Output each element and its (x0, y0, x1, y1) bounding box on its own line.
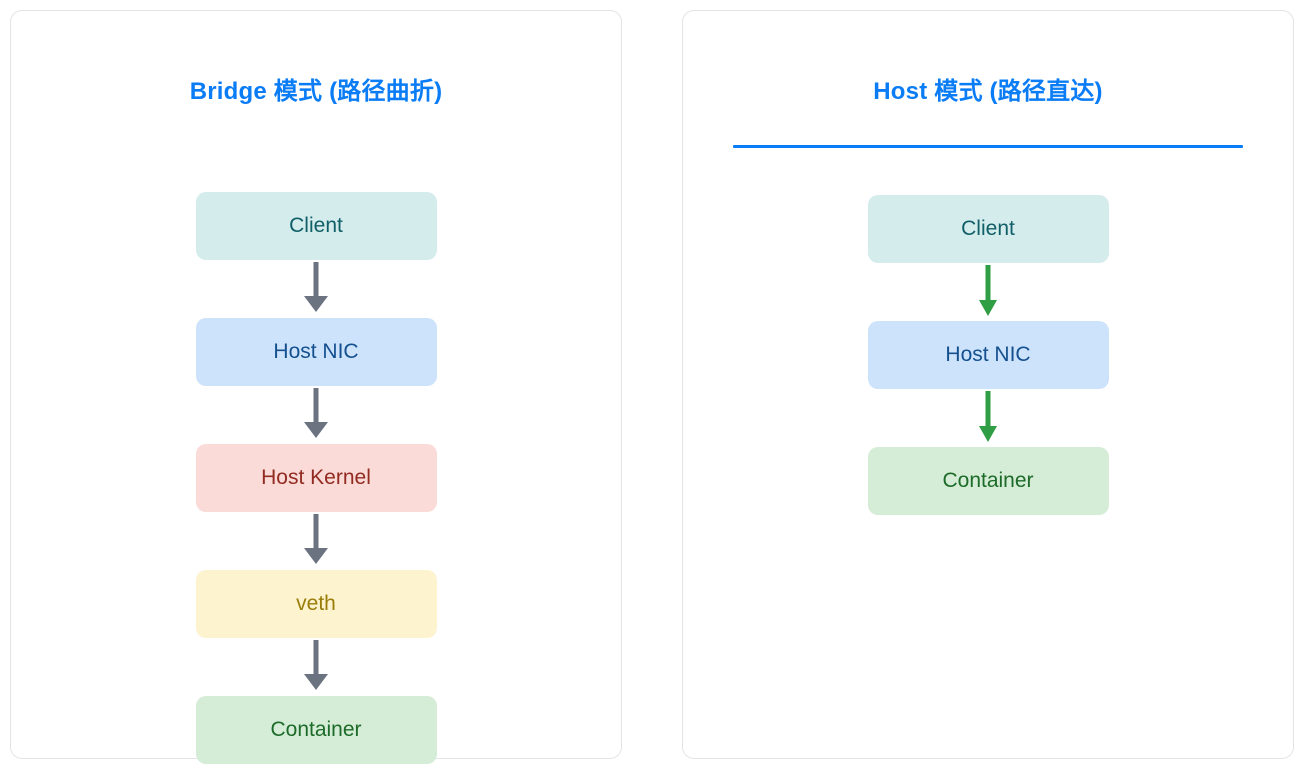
node-veth: veth (195, 569, 437, 638)
node-client: Client (867, 194, 1109, 263)
node-host-nic: Host NIC (195, 317, 437, 386)
node-container: Container (195, 695, 437, 764)
panel-title-host-mode: Host 模式 (路径直达) (873, 77, 1103, 105)
arrow-down-gray-icon (304, 387, 328, 438)
node-host-kernel: Host Kernel (195, 443, 437, 512)
arrow-down-gray-icon (304, 513, 328, 564)
panel-host-mode: Host 模式 (路径直达) Client Host NIC Container (682, 10, 1294, 759)
node-container: Container (867, 446, 1109, 515)
flow-bridge-mode: Client Host NIC Host Kernel veth Contain (61, 191, 571, 764)
arrow-down-gray-icon (304, 639, 328, 690)
arrow-down-gray-icon (304, 261, 328, 312)
flow-host-mode: Client Host NIC Container (733, 194, 1243, 515)
node-host-nic: Host NIC (867, 320, 1109, 389)
node-client: Client (195, 191, 437, 260)
panel-bridge-mode: Bridge 模式 (路径曲折) Client Host NIC Host Ke… (10, 10, 622, 764)
arrow-down-green-icon (979, 264, 997, 316)
title-underline-host (733, 144, 1243, 148)
arrow-down-green-icon (979, 390, 997, 442)
panel-title-bridge-mode: Bridge 模式 (路径曲折) (189, 77, 443, 105)
